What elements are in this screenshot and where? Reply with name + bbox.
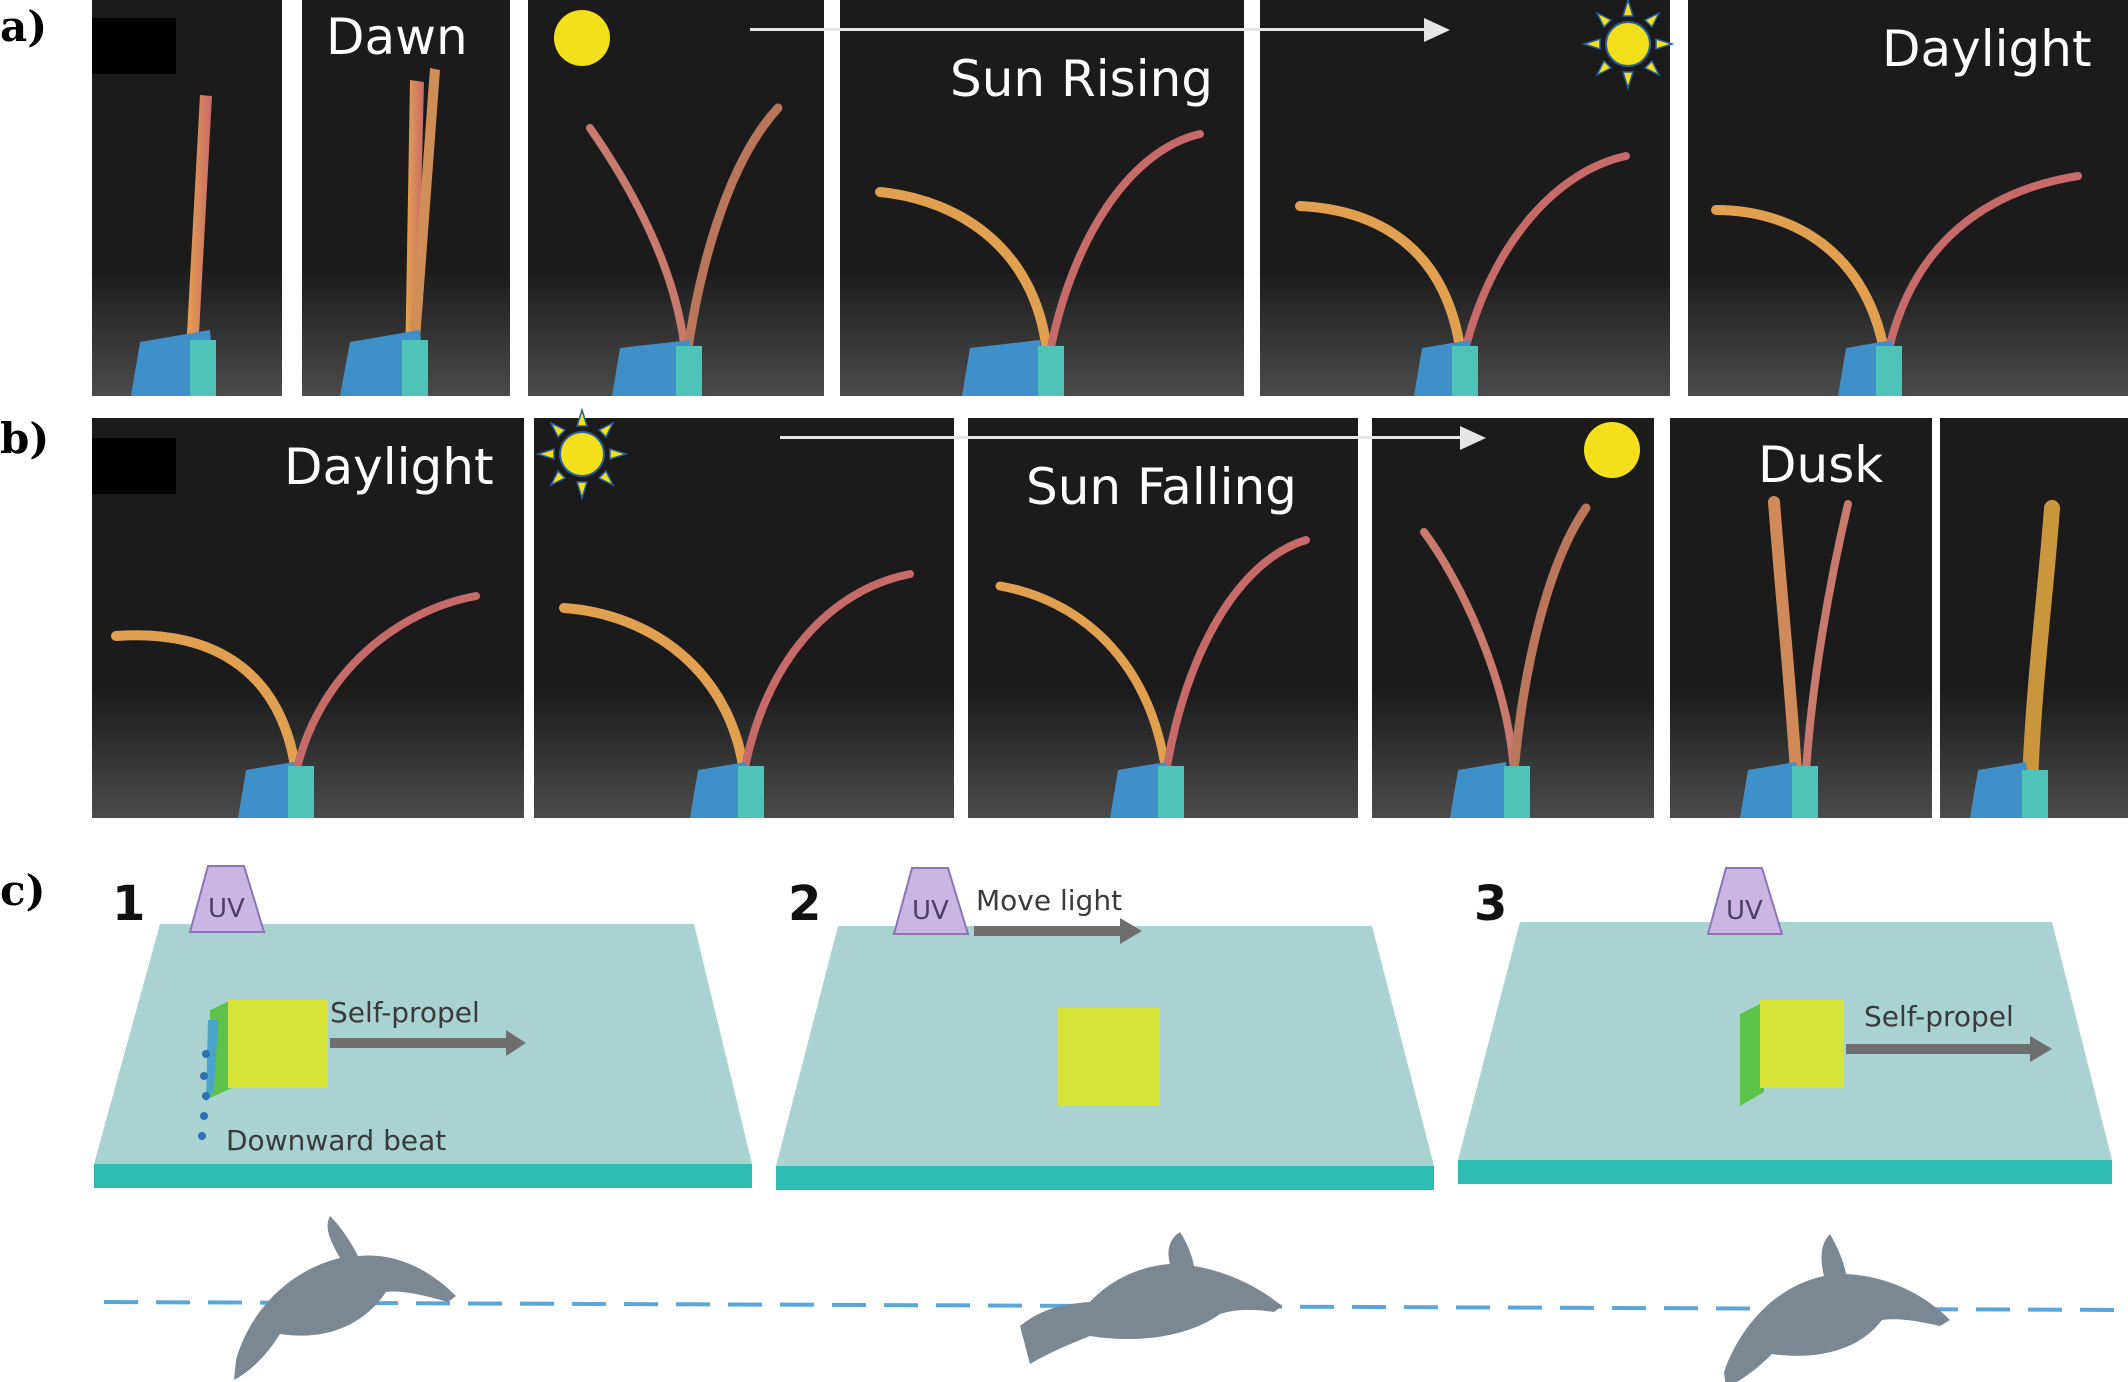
photo-artwork xyxy=(92,0,2128,818)
uv-label-1: UV xyxy=(208,894,245,924)
caption: Dawn xyxy=(326,8,468,66)
caption: Daylight xyxy=(1882,20,2092,78)
self-propel-label-1: Self-propel xyxy=(330,996,480,1029)
time-arrow-head xyxy=(1424,18,1450,42)
sun-rays-icon xyxy=(1581,0,1675,91)
sun-circle-icon xyxy=(1584,422,1640,478)
plant-a3 xyxy=(586,103,783,396)
arrow-move-light xyxy=(974,918,1142,944)
move-light-label: Move light xyxy=(976,884,1123,917)
dolphin-3 xyxy=(1724,1234,1950,1382)
uv-lamp-1 xyxy=(188,865,266,933)
label-b: b) xyxy=(0,414,50,463)
sheet-2 xyxy=(1058,1008,1160,1106)
plant-b6 xyxy=(1970,500,2060,818)
plant-a5 xyxy=(1295,152,1630,396)
label-a: a) xyxy=(0,2,48,51)
step-1-number: 1 xyxy=(112,876,146,932)
redaction-box xyxy=(92,18,176,74)
time-arrow-shaft xyxy=(750,28,1440,31)
caption: Daylight xyxy=(284,438,494,496)
plant-b1 xyxy=(111,592,480,818)
step-2-number: 2 xyxy=(788,876,822,932)
plant-a2 xyxy=(340,68,440,396)
dolphin-1 xyxy=(234,1216,456,1380)
sun-circle-icon xyxy=(554,10,610,66)
plant-b5 xyxy=(1740,496,1852,818)
plant-a6 xyxy=(1711,172,2082,396)
time-arrow-shaft xyxy=(780,436,1470,439)
label-c: c) xyxy=(0,866,46,915)
time-arrow-head xyxy=(1460,426,1486,450)
sheet-1 xyxy=(198,1000,328,1140)
moon-icon xyxy=(2054,430,2104,501)
redaction-box xyxy=(92,438,176,494)
caption: Dusk xyxy=(1758,436,1884,494)
self-propel-label-3: Self-propel xyxy=(1864,1000,2014,1033)
arrow-self-propel-3 xyxy=(1846,1036,2052,1062)
floor-row-b xyxy=(92,690,2128,818)
caption: Sun Rising xyxy=(950,50,1214,108)
plant-a1 xyxy=(131,95,216,396)
plant-a4 xyxy=(875,130,1204,396)
uv-label-3: UV xyxy=(1726,896,1763,926)
uv-lamp-2 xyxy=(892,867,970,935)
step-3-number: 3 xyxy=(1474,876,1508,932)
plant-b4 xyxy=(1420,503,1591,818)
section-c-diagram: 1 2 3 UV UV UV Self-propel Downward beat… xyxy=(0,840,2128,1382)
dolphin-2 xyxy=(1020,1232,1282,1364)
arrow-self-propel-1 xyxy=(330,1030,526,1056)
sun-rays-icon xyxy=(535,407,629,501)
plant-b2 xyxy=(559,570,914,818)
downward-beat-label: Downward beat xyxy=(226,1124,447,1157)
moon-icon xyxy=(228,10,275,77)
uv-lamp-3 xyxy=(1706,867,1784,935)
uv-label-2: UV xyxy=(912,896,949,926)
sheet-3 xyxy=(1740,1000,1844,1106)
plant-b3 xyxy=(995,536,1310,818)
caption: Sun Falling xyxy=(1026,458,1297,516)
